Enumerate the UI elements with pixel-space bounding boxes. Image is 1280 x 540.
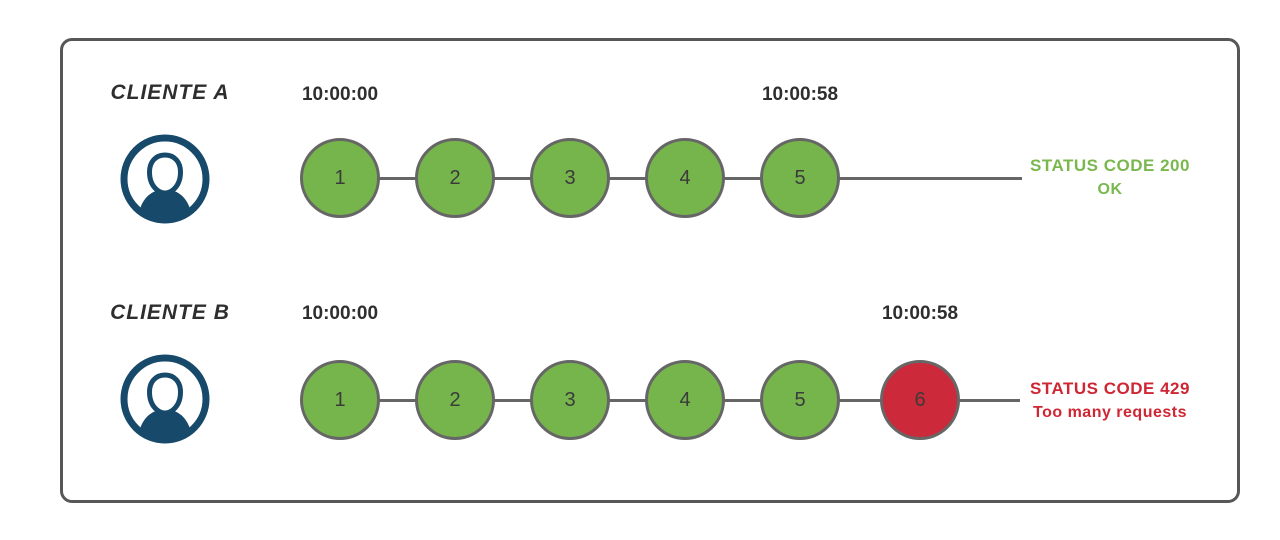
request-b-5: 5: [760, 360, 840, 440]
status-code-200-text: STATUS CODE 200: [1030, 156, 1190, 175]
request-a-1: 1: [300, 138, 380, 218]
request-a-4: 4: [645, 138, 725, 218]
request-b-4: 4: [645, 360, 725, 440]
row-a-end-timestamp: 10:00:58: [761, 84, 839, 105]
too-many-requests-text: Too many requests: [1032, 404, 1187, 421]
user-avatar-icon: [117, 131, 213, 227]
request-a-3: 3: [530, 138, 610, 218]
status-ok-text: OK: [1097, 181, 1123, 198]
client-b-label: CLIENTE B: [110, 301, 230, 324]
request-b-3: 3: [530, 360, 610, 440]
row-a-start-timestamp: 10:00:00: [301, 84, 379, 105]
request-b-2: 2: [415, 360, 495, 440]
request-a-5: 5: [760, 138, 840, 218]
row-b-status-label: STATUS CODE 429 Too many requests: [1024, 377, 1196, 425]
request-b-1: 1: [300, 360, 380, 440]
client-a-label: CLIENTE A: [110, 81, 230, 104]
diagram-frame: [60, 38, 1240, 503]
user-avatar-icon: [117, 351, 213, 447]
row-b-start-timestamp: 10:00:00: [301, 303, 379, 324]
request-b-6-rejected: 6: [880, 360, 960, 440]
request-a-2: 2: [415, 138, 495, 218]
row-b-end-timestamp: 10:00:58: [881, 303, 959, 324]
status-code-429-text: STATUS CODE 429: [1030, 379, 1190, 398]
row-a-status-label: STATUS CODE 200 OK: [1024, 154, 1196, 202]
